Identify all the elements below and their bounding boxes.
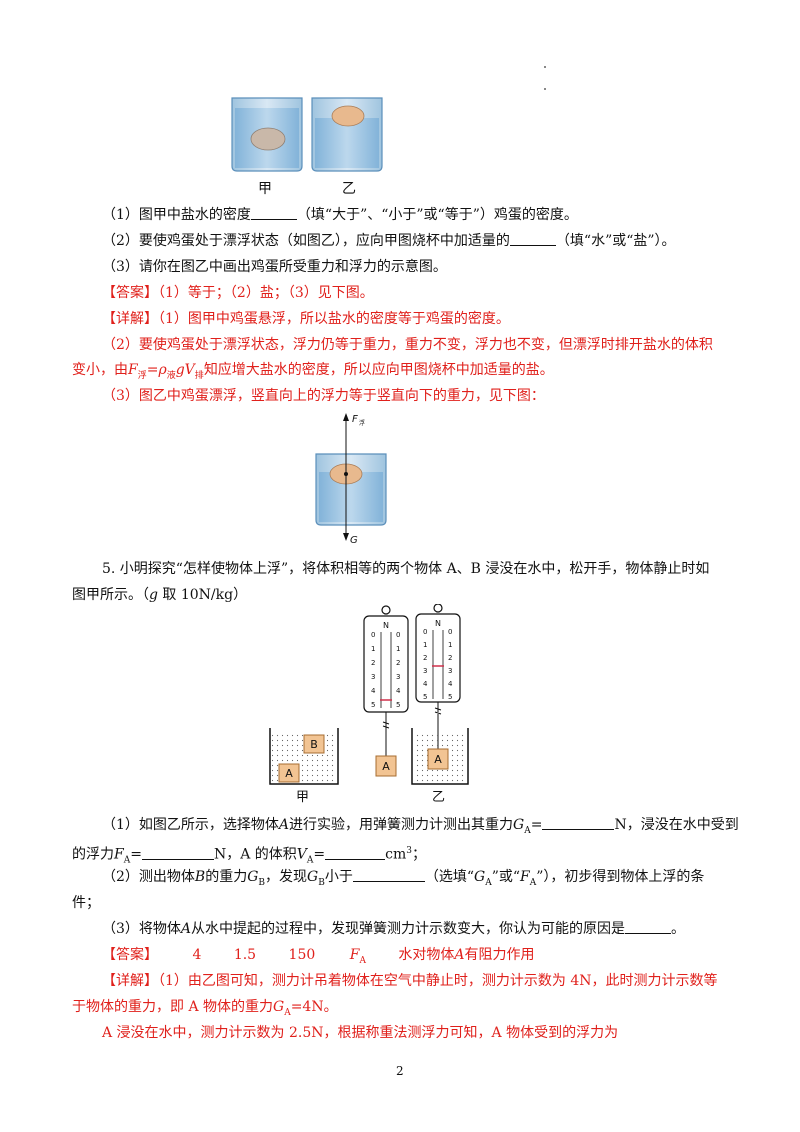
q4-detail2a: （2）要使鸡蛋处于漂浮状态，浮力仍等于重力，重力不变，浮力也不变，但漂浮时排开盐…: [102, 337, 713, 353]
figure-beakers-eggs: [231, 97, 383, 172]
tick-label: 5: [423, 693, 427, 701]
q5-detail1-a: 【详解】（1）由乙图可知，测力计吊着物体在空气中静止时，测力计示数为 4N，此时…: [102, 973, 718, 989]
force-gravity-label: G: [350, 535, 358, 546]
tick-label: 3: [396, 673, 400, 681]
block-b-left: B: [310, 738, 318, 751]
q5-part1-a: （1）如图乙所示，选择物体A进行实验，用弹簧测力计测出其重力GA=N，浸没在水中…: [102, 816, 739, 836]
tick-label: 1: [448, 641, 452, 649]
figure-spring-scales: B A N 0 1 2 3 4 5 0 1 2 3 4 5 A: [269, 604, 469, 785]
q5-answer: 【答案】 4 1.5 150 FA 水对物体A有阻力作用: [102, 947, 535, 966]
tick-label: 4: [423, 680, 428, 688]
beaker-right: [311, 97, 383, 172]
tick-label: 3: [371, 673, 375, 681]
stray-mark: [544, 66, 546, 68]
q4-detail1: 【详解】（1）图甲中鸡蛋悬浮，所以盐水的密度等于鸡蛋的密度。: [102, 311, 510, 327]
tick-label: 5: [448, 693, 452, 701]
q4-part2: （2）要使鸡蛋处于漂浮状态（如图乙），应向甲图烧杯中加适量的（填“水”或“盐”）…: [102, 232, 676, 249]
force-buoyancy-sub: 浮: [359, 419, 365, 427]
figure3-label-right: 乙: [432, 790, 446, 805]
block-a-right: A: [434, 753, 442, 766]
q5-part1-b: 的浮力FA=N，A 的体积VA=cm3；: [72, 846, 426, 866]
stray-mark: [544, 88, 546, 90]
blank: [509, 232, 556, 246]
tick-label: 0: [423, 628, 427, 636]
gauge-unit-left: N: [383, 621, 389, 630]
gauge-unit-right: N: [435, 619, 441, 628]
figure1-label-right: 乙: [342, 181, 356, 197]
tick-label: 3: [448, 667, 452, 675]
figure3-label-left: 甲: [296, 790, 310, 805]
tick-label: 0: [448, 628, 452, 636]
figure1-label-left: 甲: [258, 181, 272, 197]
figure-force-diagram: F 浮 G: [315, 413, 387, 546]
q5-part2-b: 件；: [72, 895, 100, 911]
q4-part1: （1）图甲中盐水的密度（填“大于”、“小于”或“等于”）鸡蛋的密度。: [102, 206, 578, 223]
q5-part3: （3）将物体A从水中提起的过程中，发现弹簧测力计示数变大，你认为可能的原因是。: [102, 920, 686, 937]
spring-scale-left: N 0 1 2 3 4 5 0 1 2 3 4 5 A: [363, 605, 409, 777]
q5-intro-b: 图甲所示。（g 取 10N/kg）: [72, 587, 248, 603]
tick-label: 1: [371, 645, 375, 653]
blank: [352, 868, 425, 882]
blank: [625, 920, 672, 934]
tick-label: 4: [371, 687, 376, 695]
q5-part2-a: （2）测出物体B的重力GB，发现GB小于（选填“GA”或“FA”），初步得到物体…: [102, 868, 705, 888]
block-a-hanging: A: [382, 760, 390, 773]
tick-label: 0: [396, 631, 400, 639]
tick-label: 4: [448, 680, 453, 688]
spring-scale-right: N 0 1 2 3 4 5 0 1 2 3 4 5: [415, 604, 461, 749]
q4-part3: （3）请你在图乙中画出鸡蛋所受重力和浮力的示意图。: [102, 259, 447, 275]
tick-label: 2: [448, 654, 452, 662]
container-right: A: [411, 728, 469, 785]
container-left: B A: [269, 728, 339, 785]
tick-label: 3: [423, 667, 427, 675]
block-a-left: A: [285, 767, 293, 780]
blank: [542, 816, 615, 830]
blank: [250, 206, 297, 220]
q4-detail2b: 变小，由F浮=ρ液gV排知应增大盐水的密度，所以应向甲图烧杯中加适量的盐。: [72, 362, 554, 381]
page-number: 2: [396, 1064, 404, 1078]
tick-label: 4: [396, 687, 401, 695]
blank: [141, 846, 214, 860]
q5-detail2: A 浸没在水中，测力计示数为 2.5N，根据称重法测浮力可知，A 物体受到的浮力…: [102, 1025, 619, 1041]
tick-label: 1: [423, 641, 427, 649]
tick-label: 0: [371, 631, 375, 639]
q5-detail1-b: 于物体的重力，即 A 物体的重力GA=4N。: [72, 999, 338, 1018]
blank: [325, 846, 386, 860]
q4-detail3: （3）图乙中鸡蛋漂浮，竖直向上的浮力等于竖直向下的重力，见下图：: [102, 388, 545, 404]
q5-intro-a: 5. 小明探究“怎样使物体上浮”，将体积相等的两个物体 A、B 浸没在水中，松开…: [102, 561, 710, 577]
tick-label: 2: [423, 654, 427, 662]
tick-label: 5: [396, 701, 400, 709]
tick-label: 1: [396, 645, 400, 653]
tick-label: 5: [371, 701, 375, 709]
q4-answer: 【答案】（1）等于；（2）盐；（3）见下图。: [102, 285, 374, 301]
tick-label: 2: [396, 659, 400, 667]
beaker-left: [231, 97, 303, 172]
force-buoyancy-label: F: [352, 414, 358, 425]
tick-label: 2: [371, 659, 375, 667]
